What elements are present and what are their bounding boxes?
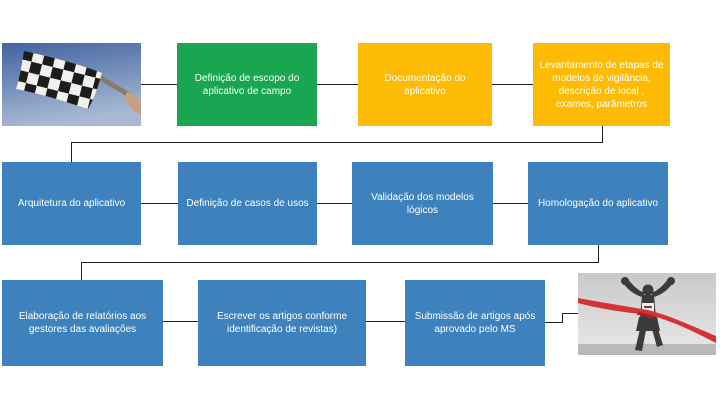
flow-box-escrever-artigos: Escrever os artigos conforme identificaç… — [198, 280, 366, 366]
connector-validacao-to-homologacao — [493, 203, 528, 204]
flow-box-definicao-escopo: Definição de escopo do aplicativo de cam… — [177, 43, 317, 126]
connector-submissao-to-finish-3 — [562, 313, 578, 314]
finish-line-runner-graphic — [578, 273, 716, 355]
flow-box-levantamento-etapas: Levantamento de etapas de modelos de vig… — [533, 43, 670, 126]
connector-casos-to-validacao — [317, 203, 352, 204]
checkered-flag-image — [2, 43, 141, 126]
flow-box-casos-de-uso: Definição de casos de usos — [178, 162, 317, 245]
connector-documentacao-to-levantamento — [492, 84, 533, 85]
checkered-flag-graphic — [2, 43, 141, 126]
connector-row2-row3-drop — [598, 245, 599, 263]
flow-box-submissao-artigos: Submissão de artigos após aprovado pelo … — [405, 280, 545, 366]
finish-line-runner-image — [578, 273, 716, 355]
connector-submissao-to-finish-2 — [562, 313, 563, 323]
connector-submissao-to-finish-1 — [545, 322, 563, 323]
connector-escrever-to-submissao — [366, 321, 405, 322]
flow-box-documentacao: Documentação do aplicativo — [358, 43, 492, 126]
flow-box-validacao-modelos: Validação dos modelos lógicos — [352, 162, 493, 245]
connector-row1-row2-drop — [602, 126, 603, 143]
flow-box-elaboracao-relatorios: Elaboração de relatórios aos gestores da… — [2, 280, 163, 366]
connector-flag-to-escopo — [141, 84, 177, 85]
connector-row2-row3-span — [81, 262, 599, 263]
flow-box-arquitetura: Arquitetura do aplicativo — [2, 162, 141, 245]
connector-escopo-to-documentacao — [317, 84, 358, 85]
connector-row1-row2-rise — [71, 142, 72, 162]
connector-row2-row3-rise — [81, 262, 82, 280]
connector-elaboracao-to-escrever — [163, 321, 198, 322]
connector-arquitetura-to-casos — [141, 203, 178, 204]
flow-box-homologacao: Homologação do aplicativo — [528, 162, 668, 245]
connector-row1-row2-span — [71, 142, 603, 143]
